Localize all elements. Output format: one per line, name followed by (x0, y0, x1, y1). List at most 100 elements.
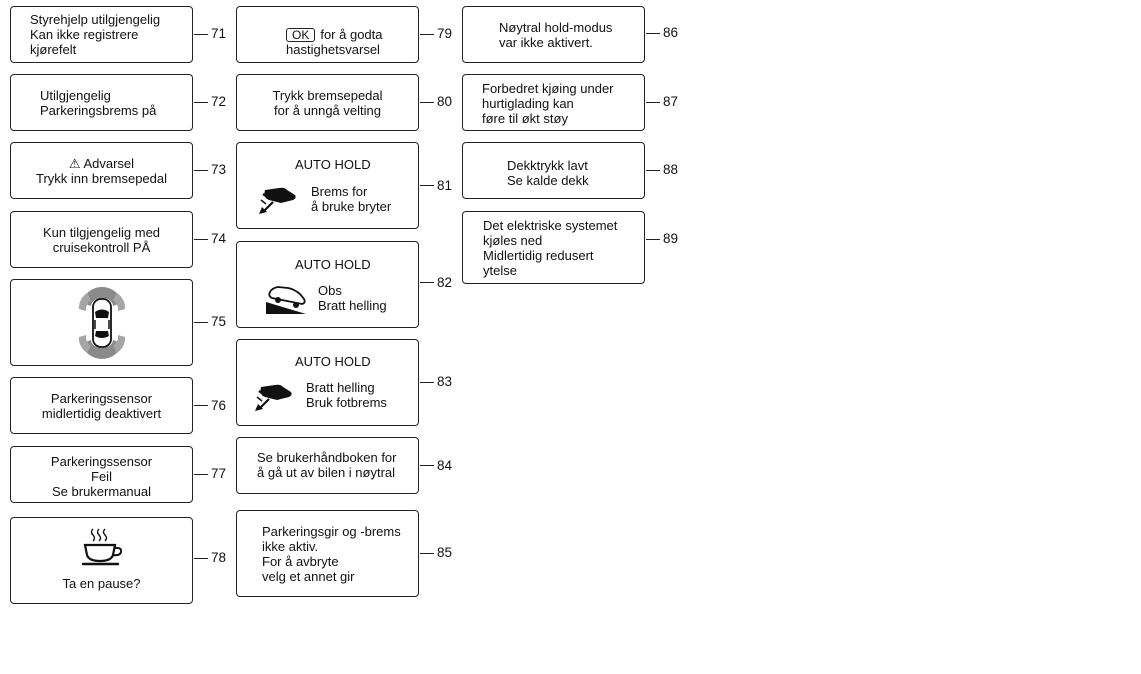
message-box-84: Se brukerhåndboken for å gå ut av bilen … (236, 437, 419, 494)
message-text: velg et annet gir (262, 569, 355, 584)
message-box-85: Parkeringsgir og -brems ikke aktiv. For … (236, 510, 419, 597)
callout-number: 78 (211, 550, 227, 565)
message-box-88: Dekktrykk lavt Se kalde dekk (462, 142, 645, 199)
callout-number: 72 (211, 94, 227, 109)
auto-hold-title: AUTO HOLD (295, 157, 371, 172)
parking-sensor-car-icon (78, 287, 126, 359)
callout-number: 81 (437, 178, 453, 193)
message-box-83: AUTO HOLD Bratt helling Bruk fotbrems (236, 339, 419, 426)
callout-number: 79 (437, 26, 453, 41)
message-text: Styrehjelp utilgjengelig (30, 12, 161, 27)
callout-number: 83 (437, 374, 453, 389)
message-text: føre til økt støy (482, 111, 568, 126)
message-text: for å unngå velting (274, 103, 381, 118)
leader-line (646, 102, 660, 103)
leader-line (646, 239, 660, 240)
message-text: Forbedret kjøing under (482, 81, 614, 96)
leader-line (194, 239, 208, 240)
message-text: Parkeringssensor (50, 391, 153, 406)
foot-on-brake-icon (259, 187, 296, 214)
leader-line (194, 405, 208, 406)
warning-text: ⚠ Advarsel (68, 156, 135, 171)
message-text: hurtiglading kan (482, 96, 574, 111)
callout-number: 80 (437, 94, 453, 109)
message-text: Bruk fotbrems (306, 395, 387, 410)
message-box-81: AUTO HOLD Brems for å bruke bryter (236, 142, 419, 229)
message-text: Kun tilgjengelig med (42, 225, 161, 240)
message-text: Se brukerhåndboken for (257, 450, 397, 465)
message-box-72: Utilgjengelig Parkeringsbrems på (10, 74, 193, 131)
leader-line (646, 170, 660, 171)
message-text: Parkeringssensor (50, 454, 153, 469)
message-text: Utilgjengelig (40, 88, 111, 103)
message-text: Nøytral hold-modus (499, 20, 613, 35)
message-text: Obs (318, 283, 342, 298)
foot-on-brake-icon (255, 384, 292, 411)
leader-line (194, 474, 208, 475)
callout-number: 89 (663, 231, 679, 246)
message-text: cruisekontroll PÅ (52, 240, 151, 255)
ok-button-icon: OK (286, 28, 316, 42)
leader-line (420, 282, 434, 283)
message-box-89: Det elektriske systemet kjøles ned Midle… (462, 211, 645, 284)
message-box-78: Ta en pause? (10, 517, 193, 604)
message-box-82: AUTO HOLD Obs Bratt helling (236, 241, 419, 328)
leader-line (194, 34, 208, 35)
message-box-86: Nøytral hold-modus var ikke aktivert. (462, 6, 645, 63)
message-text: Brems for (311, 184, 368, 199)
message-text: For å avbryte (262, 554, 339, 569)
message-text: midlertidig deaktivert (41, 406, 162, 421)
message-text: å gå ut av bilen i nøytral (257, 465, 396, 480)
message-box-77: Parkeringssensor Feil Se brukermanual (10, 446, 193, 503)
message-text: kjøles ned (483, 233, 543, 248)
message-text: Trykk bremsepedal (272, 88, 383, 103)
callout-number: 87 (663, 94, 679, 109)
message-text: Feil (91, 469, 112, 484)
callout-number: 76 (211, 398, 227, 413)
callout-number: 86 (663, 25, 679, 40)
message-text: å bruke bryter (311, 199, 392, 214)
message-box-74: Kun tilgjengelig med cruisekontroll PÅ (10, 211, 193, 268)
message-text: Bratt helling (318, 298, 387, 313)
message-box-76: Parkeringssensor midlertidig deaktivert (10, 377, 193, 434)
message-text: ikke aktiv. (262, 539, 319, 554)
message-text: Se kalde dekk (507, 173, 589, 188)
message-text: Det elektriske systemet (483, 218, 618, 233)
message-text: var ikke aktivert. (499, 35, 593, 50)
message-text: Trykk inn bremsepedal (35, 171, 167, 186)
leader-line (420, 102, 434, 103)
callout-number: 88 (663, 162, 679, 177)
message-text: Parkeringsgir og -brems (262, 524, 401, 539)
message-box-73: ⚠ Advarsel Trykk inn bremsepedal (10, 142, 193, 199)
coffee-cup-icon (81, 528, 123, 566)
message-text: kjørefelt (30, 42, 77, 57)
leader-line (194, 102, 208, 103)
message-text: Midlertidig redusert (483, 248, 594, 263)
callout-number: 71 (211, 26, 227, 41)
auto-hold-title: AUTO HOLD (295, 257, 371, 272)
leader-line (194, 322, 208, 323)
callout-number: 82 (437, 275, 453, 290)
message-text: Bratt helling (306, 380, 375, 395)
message-text-inline: for å godta (320, 27, 383, 42)
message-text: Dekktrykk lavt (507, 158, 588, 173)
callout-number: 73 (211, 162, 227, 177)
leader-line (420, 185, 434, 186)
leader-line (420, 465, 434, 466)
callout-number: 85 (437, 545, 453, 560)
leader-line (420, 34, 434, 35)
message-text: Parkeringsbrems på (40, 103, 157, 118)
message-box-75 (10, 279, 193, 366)
leader-line (420, 553, 434, 554)
steep-slope-car-icon (266, 286, 306, 314)
message-text: OK for å godta (286, 27, 383, 42)
leader-line (194, 170, 208, 171)
message-box-80: Trykk bremsepedal for å unngå velting (236, 74, 419, 131)
callout-number: 84 (437, 458, 453, 473)
message-text: ytelse (483, 263, 517, 278)
message-box-87: Forbedret kjøing under hurtiglading kan … (462, 74, 645, 131)
message-text: Ta en pause? (62, 576, 141, 591)
auto-hold-title: AUTO HOLD (295, 354, 371, 369)
message-text: Kan ikke registrere (30, 27, 139, 42)
